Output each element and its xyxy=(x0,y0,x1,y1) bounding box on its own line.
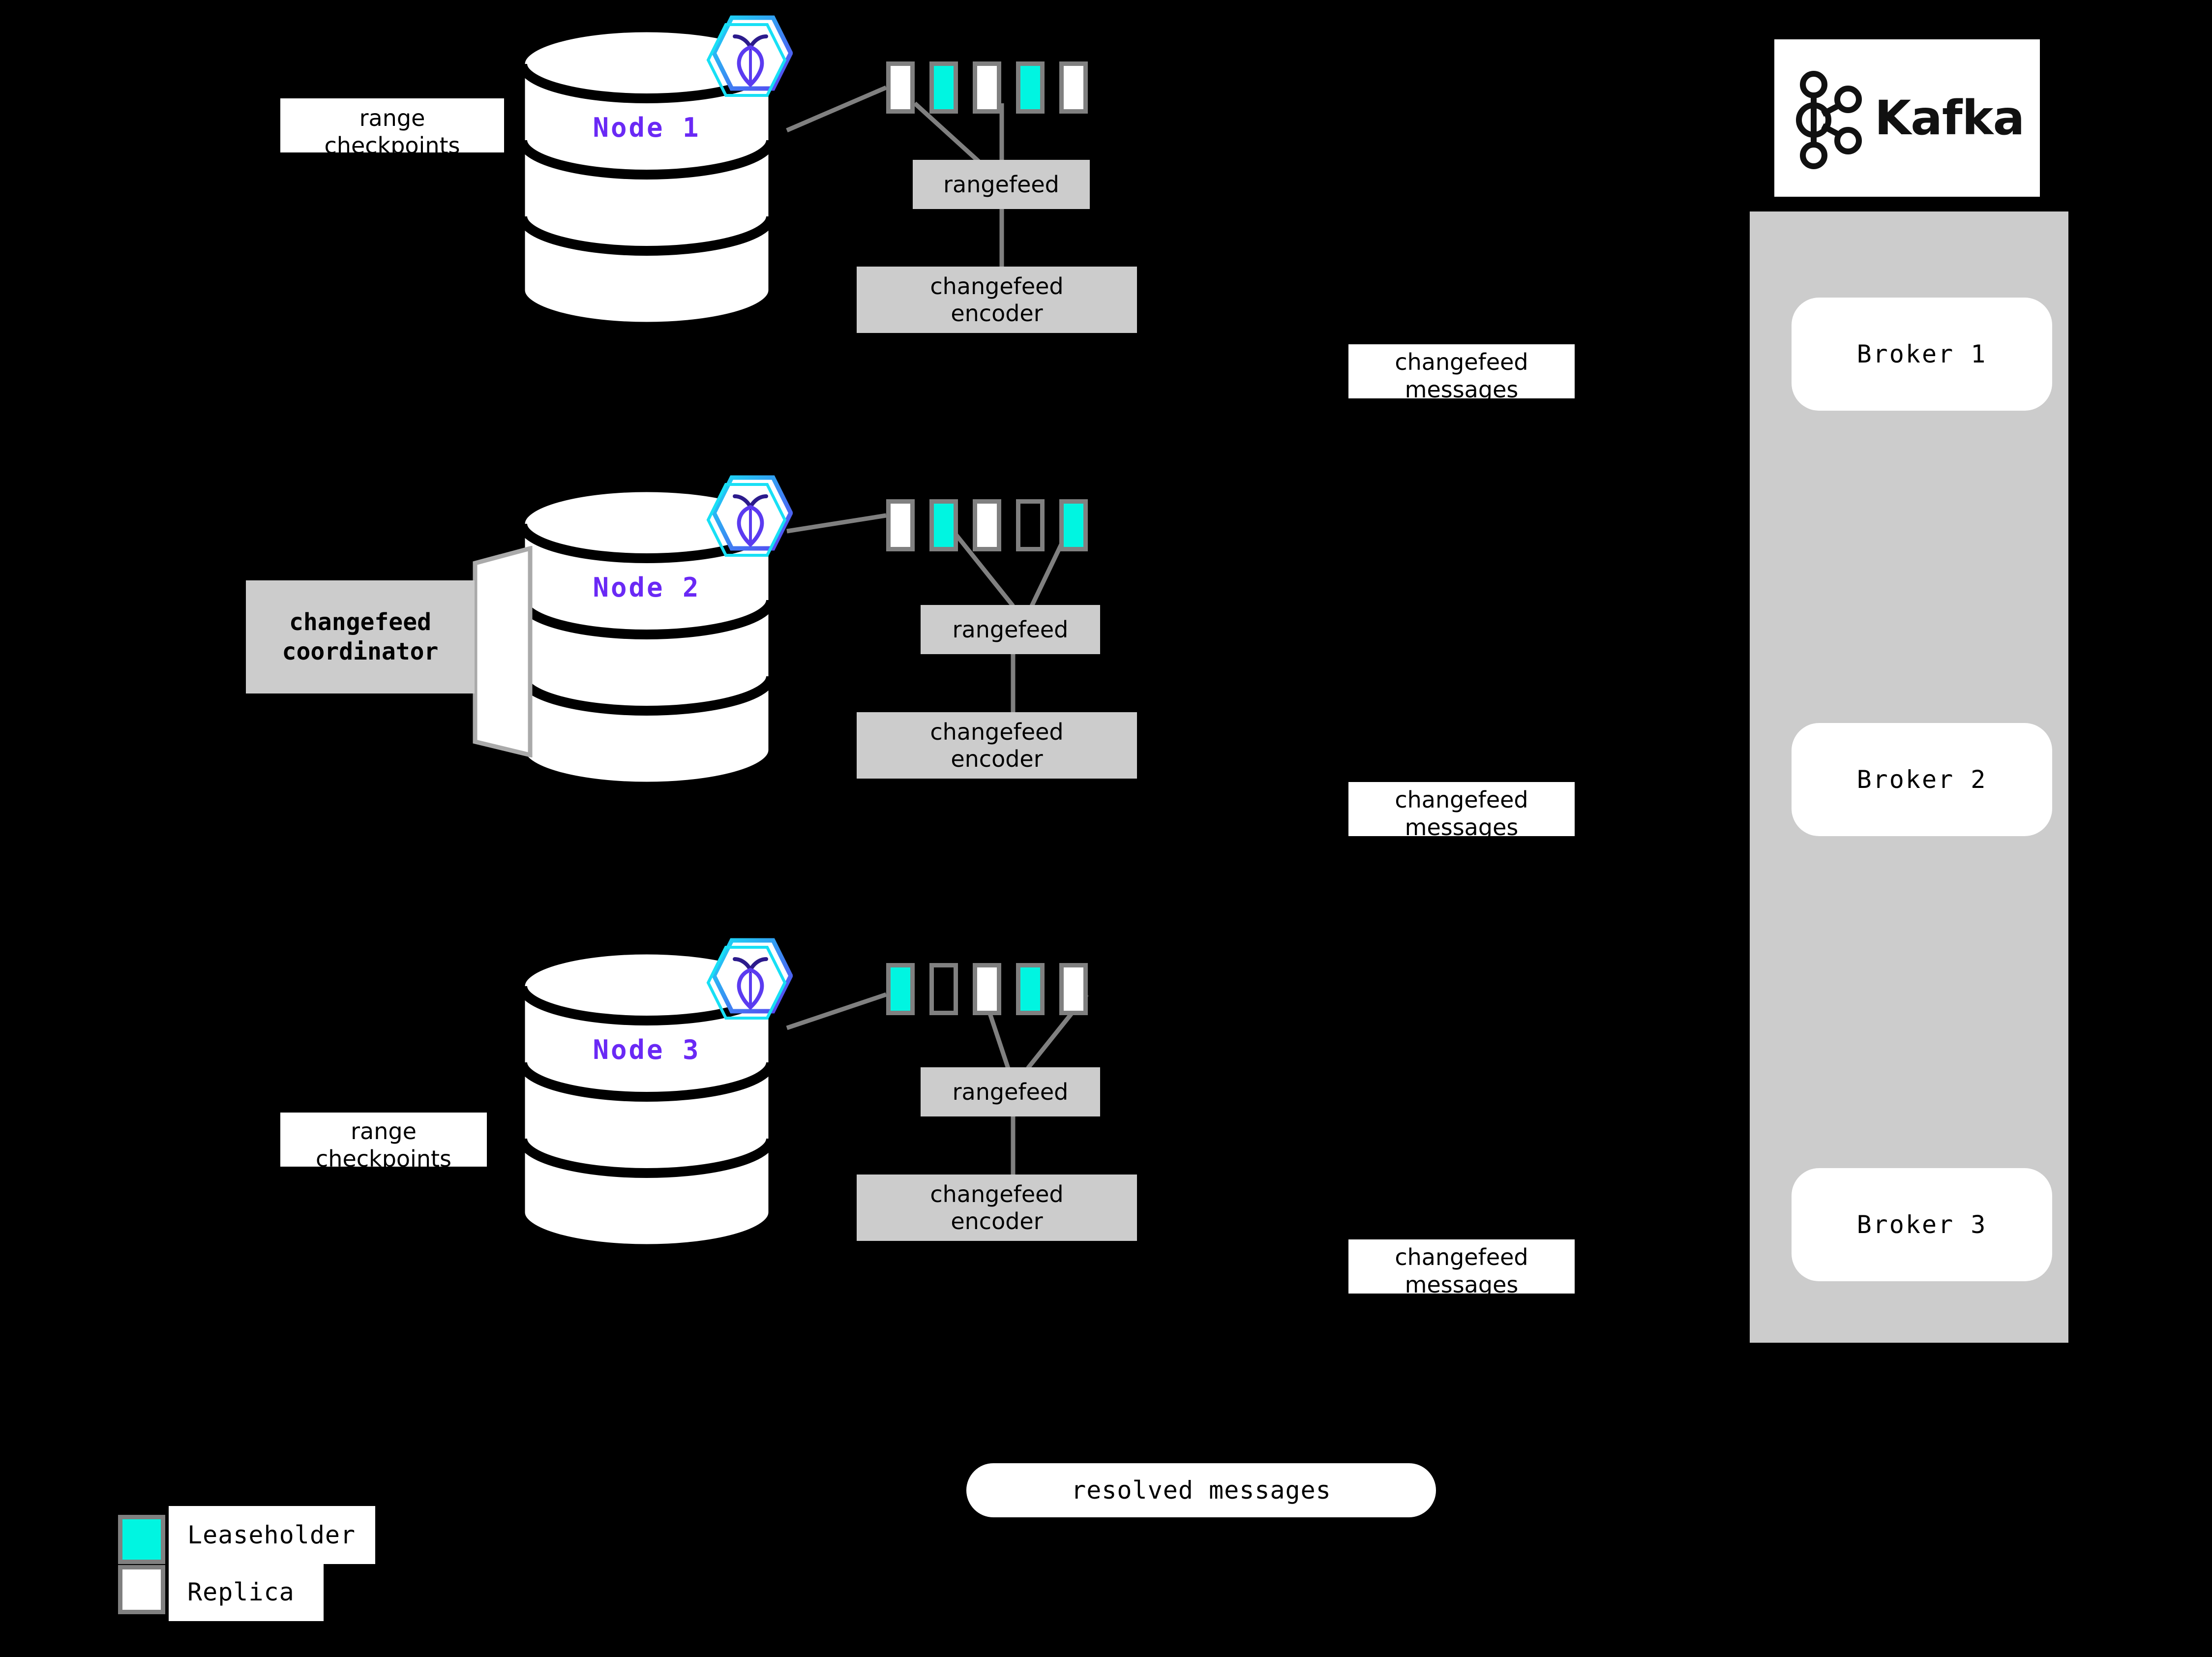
kafka-wordmark: Kafka xyxy=(1874,90,2025,146)
changefeed-messages-label-2: changefeed messages xyxy=(1348,782,1575,841)
cockroachdb-logo-icon xyxy=(704,11,793,107)
broker-label: Broker 3 xyxy=(1856,1210,1987,1239)
range-checkpoints-line1: range xyxy=(351,1118,417,1145)
kafka-logo-icon xyxy=(1795,71,1862,169)
rangefeed-label: rangefeed xyxy=(952,616,1069,643)
resolved-messages-pill[interactable]: resolved messages xyxy=(966,1463,1436,1517)
changefeed-messages-line2: messages xyxy=(1405,1271,1519,1298)
broker-label: Broker 2 xyxy=(1856,765,1987,794)
range-leaseholder[interactable] xyxy=(1059,499,1088,551)
changefeed-messages-line1: changefeed xyxy=(1395,786,1528,813)
broker-pill-3[interactable]: Broker 3 xyxy=(1792,1168,2052,1281)
encoder-label-line2: encoder xyxy=(951,1207,1043,1235)
changefeed-messages-label-3: changefeed messages xyxy=(1348,1239,1575,1298)
kafka-broker-panel: Broker 1 Broker 2 Broker 3 xyxy=(1750,211,2068,1343)
node-3-changefeed-encoder-box[interactable]: changefeed encoder xyxy=(857,1175,1137,1241)
legend-label-leaseholder: Leaseholder xyxy=(169,1506,375,1564)
node-label: Node 3 xyxy=(593,1034,701,1065)
changefeed-messages-line2: messages xyxy=(1405,376,1519,403)
node-label: Node 2 xyxy=(593,572,701,603)
range-leaseholder[interactable] xyxy=(886,963,915,1015)
node-cylinder xyxy=(516,25,777,330)
node-1-rangefeed-box[interactable]: rangefeed xyxy=(913,160,1090,209)
coordinator-label-line2: coordinator xyxy=(282,638,439,665)
encoder-label-line2: encoder xyxy=(951,745,1043,772)
changefeed-messages-line1: changefeed xyxy=(1395,349,1528,375)
node-2-group: Node 2 xyxy=(516,484,777,789)
legend-label-replica: Replica xyxy=(169,1563,324,1621)
node-cylinder xyxy=(516,484,777,789)
broker-label: Broker 1 xyxy=(1856,340,1987,368)
range-replica[interactable] xyxy=(973,61,1001,114)
range-checkpoints-line2: checkpoints xyxy=(324,132,460,159)
range-checkpoints-line1: range xyxy=(359,105,425,131)
node-label: Node 1 xyxy=(593,112,701,143)
encoder-label-line2: encoder xyxy=(951,300,1043,327)
changefeed-messages-label-1: changefeed messages xyxy=(1348,344,1575,403)
resolved-messages-label: resolved messages xyxy=(1071,1476,1331,1505)
rangefeed-label: rangefeed xyxy=(952,1078,1069,1105)
node-2-changefeed-encoder-box[interactable]: changefeed encoder xyxy=(857,712,1137,779)
node-1-range-checkpoints-label: range checkpoints xyxy=(280,98,504,159)
range-replica[interactable] xyxy=(886,61,915,114)
range-replica[interactable] xyxy=(973,499,1001,551)
changefeed-messages-line1: changefeed xyxy=(1395,1244,1528,1270)
encoder-label-line1: changefeed xyxy=(930,273,1064,300)
range-empty[interactable] xyxy=(1016,499,1045,551)
encoder-label-line1: changefeed xyxy=(930,719,1064,746)
broker-pill-2[interactable]: Broker 2 xyxy=(1792,723,2052,836)
range-leaseholder[interactable] xyxy=(1016,963,1045,1015)
node-1-changefeed-encoder-box[interactable]: changefeed encoder xyxy=(857,267,1137,333)
node-2-rangefeed-box[interactable]: rangefeed xyxy=(921,605,1100,654)
range-replica[interactable] xyxy=(1059,963,1088,1015)
range-replica[interactable] xyxy=(886,499,915,551)
encoder-label-line1: changefeed xyxy=(930,1181,1064,1208)
legend-swatch-leaseholder xyxy=(118,1515,165,1564)
range-checkpoints-line2: checkpoints xyxy=(316,1145,451,1173)
broker-pill-1[interactable]: Broker 1 xyxy=(1792,298,2052,411)
kafka-logo-card: Kafka xyxy=(1774,39,2040,197)
range-empty[interactable] xyxy=(929,963,958,1015)
rangefeed-label: rangefeed xyxy=(943,171,1059,198)
legend-swatch-replica xyxy=(118,1565,165,1614)
node-1-range-row xyxy=(886,61,1103,114)
node-1-group: Node 1 xyxy=(516,25,777,330)
range-replica[interactable] xyxy=(973,963,1001,1015)
range-leaseholder[interactable] xyxy=(929,61,958,114)
range-leaseholder[interactable] xyxy=(929,499,958,551)
coordinator-label-line1: changefeed xyxy=(289,608,431,636)
range-replica[interactable] xyxy=(1059,61,1088,114)
node-2-range-row xyxy=(886,499,1103,551)
legend: Leaseholder Replica xyxy=(118,1506,423,1623)
node-3-range-checkpoints-label: range checkpoints xyxy=(280,1113,487,1172)
range-leaseholder[interactable] xyxy=(1016,61,1045,114)
changefeed-coordinator-box[interactable]: changefeed coordinator xyxy=(246,580,475,693)
coordinator-connector xyxy=(473,546,533,757)
cockroachdb-logo-icon xyxy=(704,471,793,567)
node-3-rangefeed-box[interactable]: rangefeed xyxy=(921,1067,1100,1116)
changefeed-messages-line2: messages xyxy=(1405,814,1519,841)
node-3-range-row xyxy=(886,963,1103,1015)
cockroachdb-logo-icon xyxy=(704,934,793,1029)
